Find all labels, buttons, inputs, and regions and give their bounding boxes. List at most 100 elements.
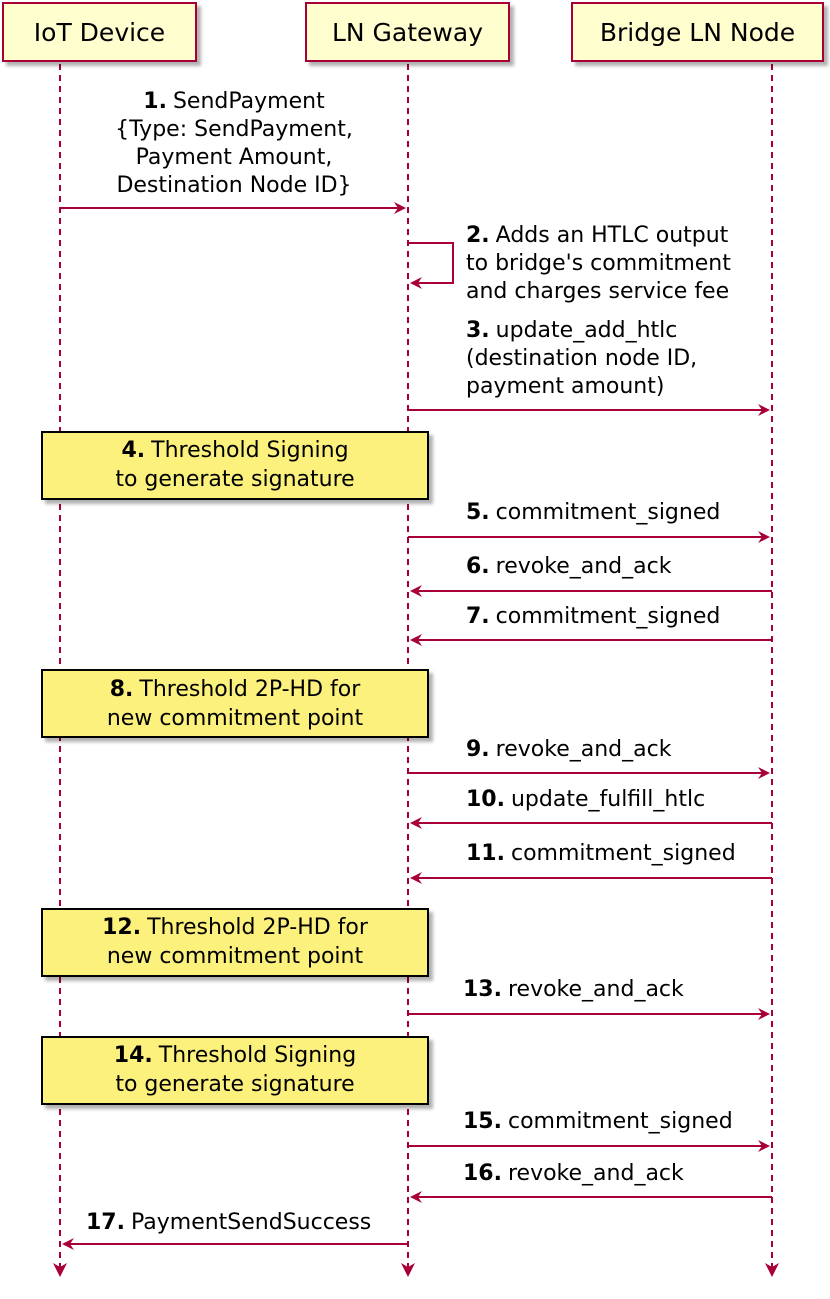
note-text: to generate signature <box>115 467 354 492</box>
lifeline-end-arrow-gw <box>401 1263 415 1277</box>
message-15: 15.commitment_signed <box>408 1109 770 1152</box>
arrow-head <box>758 1140 770 1152</box>
message-text: commitment_signed <box>496 500 721 525</box>
message-text: {Type: SendPayment, <box>115 117 353 142</box>
step-number: 3. <box>466 318 490 343</box>
message-label-10: 10.update_fulfill_htlc <box>466 787 705 812</box>
note-text: Threshold Signing <box>158 1043 356 1068</box>
arrow-head <box>758 767 770 779</box>
message-1: 1.SendPayment {Type: SendPayment, Paymen… <box>60 89 406 214</box>
participant-gw: LN Gateway <box>305 2 510 62</box>
message-text: payment amount) <box>466 374 664 399</box>
message-text: Adds an HTLC output <box>496 223 729 248</box>
message-text: revoke_and_ack <box>508 1161 684 1186</box>
step-number: 9. <box>466 737 490 762</box>
note-text: Threshold Signing <box>150 438 348 463</box>
note-text: new commitment point <box>107 706 364 731</box>
message-7: 7.commitment_signed <box>410 604 772 646</box>
message-label-2: 2.Adds an HTLC output <box>466 223 729 248</box>
step-number: 10. <box>466 787 505 812</box>
message-17: 17.PaymentSendSuccess <box>62 1210 408 1250</box>
participant-iot: IoT Device <box>2 2 197 62</box>
message-16: 16.revoke_and_ack <box>410 1161 772 1203</box>
message-label-1: 1.SendPayment <box>143 89 325 114</box>
step-number: 11. <box>466 841 505 866</box>
step-number: 5. <box>466 500 490 525</box>
message-text: update_fulfill_htlc <box>511 787 705 812</box>
message-3: 3.update_add_htlc (destination node ID, … <box>408 318 770 416</box>
step-number: 6. <box>466 554 490 579</box>
message-label-3: 3.update_add_htlc <box>466 318 677 343</box>
arrow-head <box>410 817 422 829</box>
lifeline-end-arrow-iot <box>53 1263 67 1277</box>
message-9: 9.revoke_and_ack <box>408 737 770 779</box>
note-label-4: 4.Threshold Signing <box>121 438 348 463</box>
step-number: 15. <box>463 1109 502 1134</box>
message-text: Destination Node ID} <box>116 173 351 198</box>
message-text: PaymentSendSuccess <box>131 1210 371 1235</box>
arrow-head <box>394 202 406 214</box>
message-label-5: 5.commitment_signed <box>466 500 720 525</box>
message-label-15: 15.commitment_signed <box>463 1109 733 1134</box>
step-number: 7. <box>466 604 490 629</box>
message-text: revoke_and_ack <box>508 977 684 1002</box>
step-number: 8. <box>110 677 134 702</box>
note-14: 14.Threshold Signing to generate signatu… <box>41 1036 429 1105</box>
message-text: commitment_signed <box>508 1109 733 1134</box>
step-number: 14. <box>114 1043 153 1068</box>
message-text: (destination node ID, <box>466 346 697 371</box>
step-number: 2. <box>466 223 490 248</box>
note-text: Threshold 2P-HD for <box>146 915 369 940</box>
participant-label-bridge: Bridge LN Node <box>600 18 795 47</box>
step-number: 1. <box>143 89 167 114</box>
lifeline-end-arrow-bridge <box>765 1263 779 1277</box>
participant-label-iot: IoT Device <box>34 18 165 47</box>
note-12: 12.Threshold 2P-HD for new commitment po… <box>41 908 429 977</box>
participant-bridge: Bridge LN Node <box>571 2 824 62</box>
message-text: revoke_and_ack <box>496 737 672 762</box>
message-6: 6.revoke_and_ack <box>410 554 772 597</box>
message-label-9: 9.revoke_and_ack <box>466 737 672 762</box>
arrow-head <box>410 585 422 597</box>
note-label-8: 8.Threshold 2P-HD for <box>110 677 361 702</box>
note-8: 8.Threshold 2P-HD for new commitment poi… <box>41 669 429 738</box>
message-13: 13.revoke_and_ack <box>408 977 770 1020</box>
arrow-head <box>758 1008 770 1020</box>
arrow-head <box>410 634 422 646</box>
step-number: 13. <box>463 977 502 1002</box>
message-label-16: 16.revoke_and_ack <box>463 1161 684 1186</box>
message-label-11: 11.commitment_signed <box>466 841 736 866</box>
step-number: 16. <box>463 1161 502 1186</box>
arrow-head <box>410 1191 422 1203</box>
message-label-13: 13.revoke_and_ack <box>463 977 684 1002</box>
message-label-17: 17.PaymentSendSuccess <box>86 1210 371 1235</box>
arrow-head <box>410 872 422 884</box>
message-text: to bridge's commitment <box>466 251 731 276</box>
message-text: commitment_signed <box>496 604 721 629</box>
note-label-12: 12.Threshold 2P-HD for <box>102 915 369 940</box>
message-text: and charges service fee <box>466 279 729 304</box>
participant-label-gw: LN Gateway <box>332 18 483 47</box>
message-11: 11.commitment_signed <box>410 841 772 884</box>
note-4: 4.Threshold Signing to generate signatur… <box>41 431 429 500</box>
message-text: Payment Amount, <box>136 145 333 170</box>
message-text: commitment_signed <box>511 841 736 866</box>
message-2: 2.Adds an HTLC output to bridge's commit… <box>408 223 731 304</box>
note-label-14: 14.Threshold Signing <box>114 1043 356 1068</box>
step-number: 4. <box>121 438 145 463</box>
note-text: to generate signature <box>115 1072 354 1097</box>
step-number: 17. <box>86 1210 125 1235</box>
message-text: update_add_htlc <box>496 318 678 343</box>
message-10: 10.update_fulfill_htlc <box>410 787 772 829</box>
message-label-6: 6.revoke_and_ack <box>466 554 672 579</box>
note-text: new commitment point <box>107 944 364 969</box>
message-5: 5.commitment_signed <box>408 500 770 543</box>
message-label-7: 7.commitment_signed <box>466 604 720 629</box>
step-number: 12. <box>102 915 141 940</box>
message-text: revoke_and_ack <box>496 554 672 579</box>
arrow-head <box>62 1238 74 1250</box>
arrow-head <box>410 277 422 289</box>
arrow-head <box>758 404 770 416</box>
self-arrow-line <box>408 242 454 284</box>
